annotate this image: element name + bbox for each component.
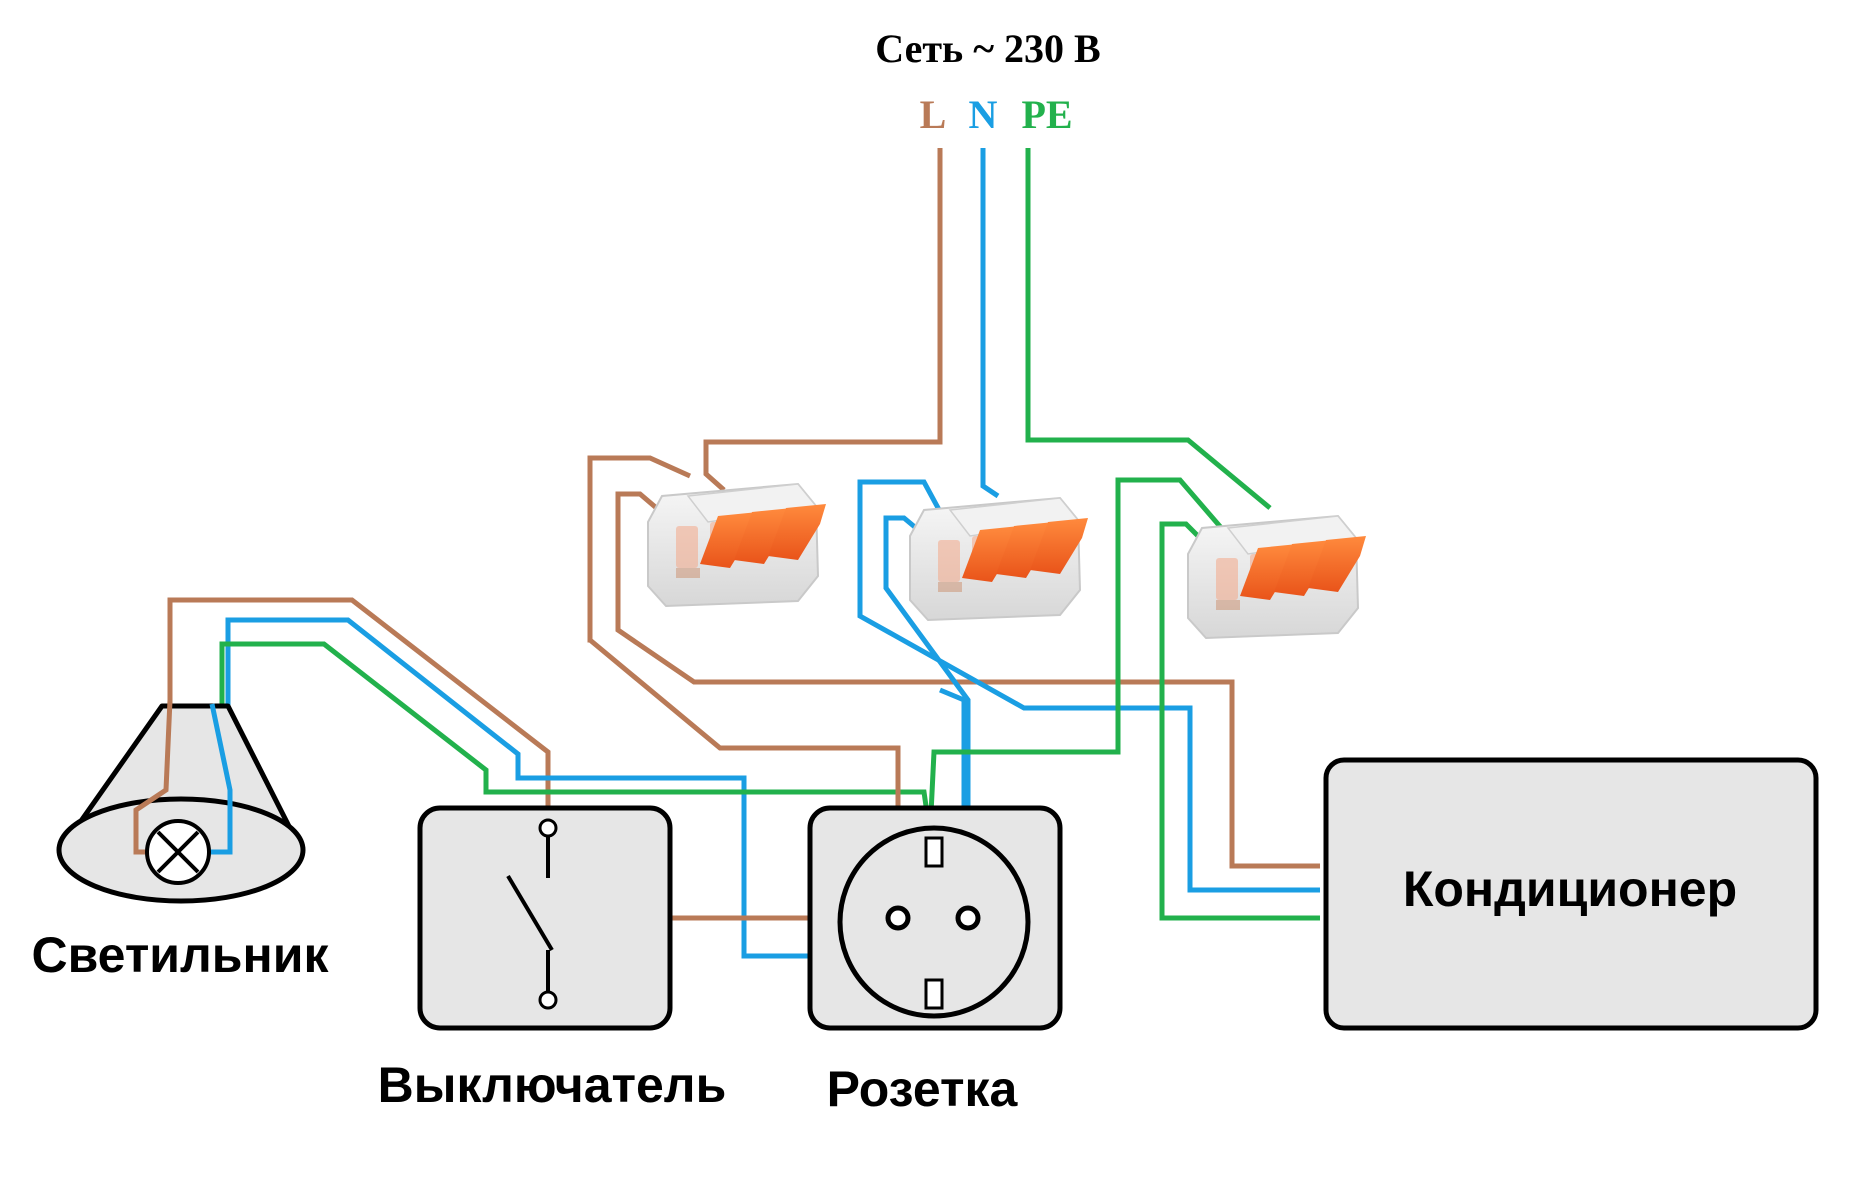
lamp-bulb-icon — [145, 819, 211, 885]
ac-label: Кондиционер — [1403, 861, 1737, 917]
neutral-label: N — [969, 92, 998, 137]
network-title: Сеть ~ 230 В — [875, 26, 1100, 71]
lamp-neutral-lead — [209, 703, 233, 855]
phase-label: L — [920, 92, 947, 137]
switch — [417, 805, 673, 1031]
socket-neutral-wire — [883, 515, 971, 956]
socket-earth-wire — [927, 477, 1232, 835]
ac-phase-wire — [615, 491, 1320, 869]
phase-feed-wire — [703, 148, 943, 492]
switch-label: Выключатель — [378, 1057, 727, 1113]
socket — [807, 805, 1063, 1031]
socket-label: Розетка — [827, 1061, 1019, 1117]
socket-phase-wire — [587, 455, 901, 918]
neutral-feed-wire — [980, 148, 1000, 499]
lamp-phase-lead — [133, 699, 173, 855]
earth-connector — [1187, 515, 1367, 639]
neutral-connector — [909, 497, 1089, 621]
phase-connector — [647, 483, 827, 607]
lamp-label: Светильник — [31, 927, 329, 983]
air-conditioner — [1323, 757, 1819, 1031]
earth-feed-wire — [1025, 148, 1272, 510]
lamp — [56, 699, 306, 904]
earth-label: PE — [1021, 92, 1072, 137]
